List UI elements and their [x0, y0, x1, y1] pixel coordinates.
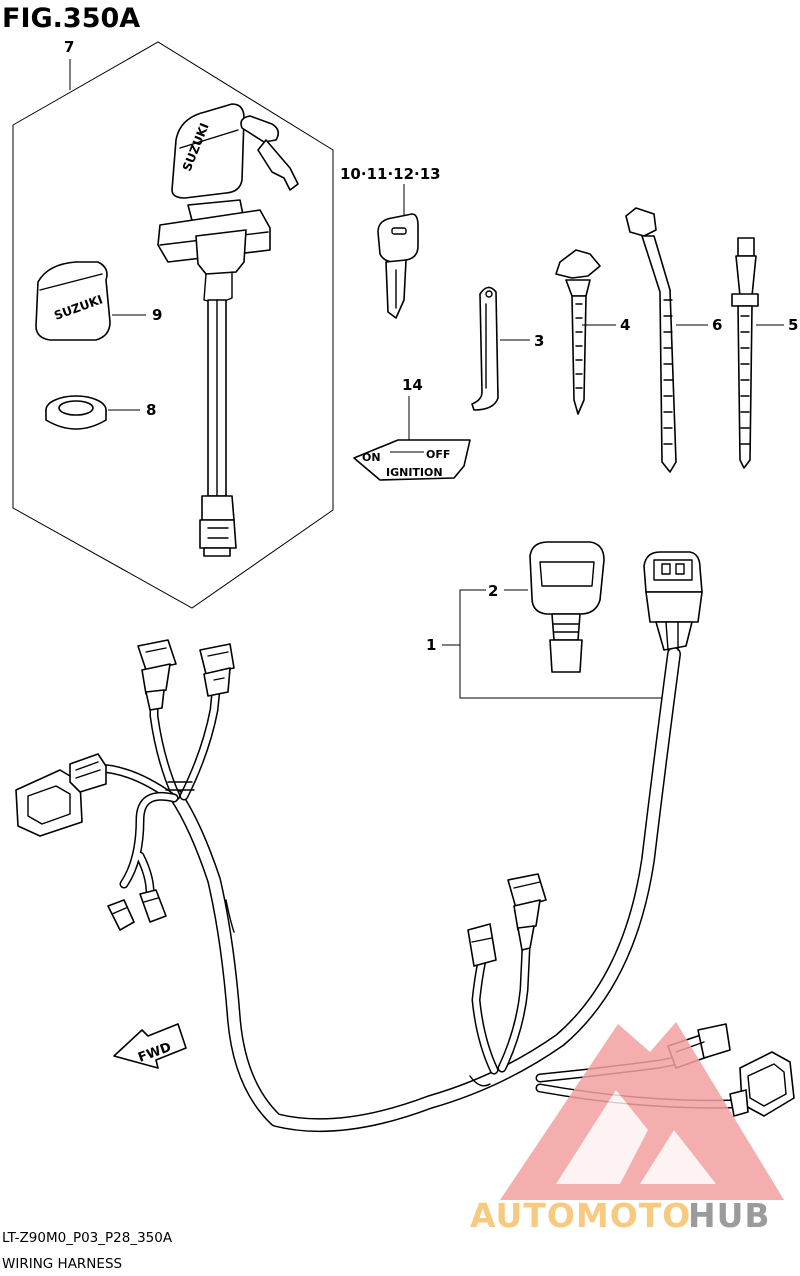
decal-on: ON: [362, 451, 381, 464]
callout-9: 9: [152, 306, 162, 324]
ignition-switch: SUZUKI: [157, 103, 299, 557]
assembly-outline: [12, 41, 334, 609]
part-4-cable-tie: 4: [555, 249, 630, 415]
callout-10-13: 10·11·12·13: [340, 165, 441, 183]
part-8-nut: 8: [45, 395, 156, 430]
part-5-cable-tie: 5: [731, 237, 798, 469]
watermark-text-part2: HUB: [688, 1196, 771, 1235]
decal-off: OFF: [426, 448, 450, 461]
callout-14: 14: [402, 376, 423, 394]
watermark-text-part1: AUTOMOTO: [470, 1196, 691, 1235]
callout-1: 1: [426, 636, 436, 654]
figure-title: FIG.350A: [2, 3, 140, 34]
decal-ignition: IGNITION: [386, 466, 443, 479]
part-3-clamp: 3: [471, 286, 544, 411]
figure-code: LT-Z90M0_P03_P28_350A: [2, 1230, 173, 1246]
callout-3: 3: [534, 332, 544, 350]
part-6-cable-tie: 6: [625, 207, 722, 473]
watermark-logo: AUTOMOTO HUB: [470, 1022, 784, 1235]
callout-4: 4: [620, 316, 630, 334]
watermark-triangle: [500, 1022, 784, 1200]
figure-caption: WIRING HARNESS: [2, 1256, 122, 1272]
part-9-switch-cover: SUZUKI 9: [35, 261, 162, 341]
callout-8: 8: [146, 401, 156, 419]
callout-7: 7: [64, 38, 74, 56]
callout-5: 5: [788, 316, 798, 334]
part-14-ignition-decal: 14 ON OFF IGNITION: [353, 376, 471, 481]
callout-2: 2: [488, 582, 498, 600]
part-2-cap: 2: [488, 541, 605, 673]
callout-1-bracket: 1: [426, 589, 664, 699]
ignition-switch-assembly-box: 7: [12, 38, 334, 609]
fwd-direction-arrow: FWD: [113, 1023, 187, 1069]
callout-6: 6: [712, 316, 722, 334]
part-10-13-key: 10·11·12·13: [340, 165, 441, 319]
